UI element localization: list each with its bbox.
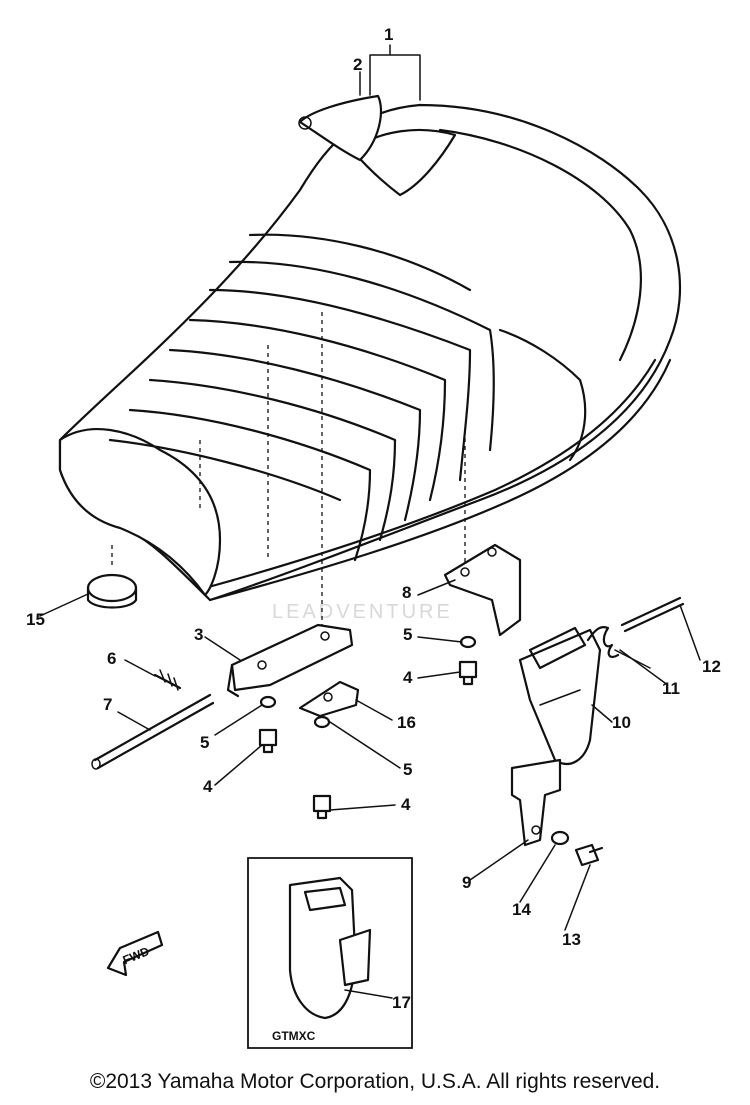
part-4-bolts — [258, 660, 478, 820]
callout-5: 5 — [403, 760, 412, 779]
inset-box: GTMXC — [247, 857, 413, 1049]
callout-numbers: 1 2 3 4 4 4 5 5 5 6 7 8 9 10 11 12 13 14… — [26, 25, 721, 1012]
callout-6: 6 — [107, 649, 116, 668]
inset-label: GTMXC — [272, 1029, 316, 1043]
callout-2: 2 — [353, 55, 362, 74]
part-13-bolt — [574, 843, 604, 867]
callout-1: 1 — [384, 25, 393, 44]
callout-17: 17 — [392, 993, 411, 1012]
callout-8: 8 — [402, 583, 411, 602]
callout-13: 13 — [562, 930, 581, 949]
part-7-pin — [91, 693, 215, 770]
part-14-washer — [550, 830, 570, 846]
part-15-damper — [86, 573, 138, 609]
callout-10: 10 — [612, 713, 631, 732]
callout-5: 5 — [403, 625, 412, 644]
fwd-arrow-icon: FWD — [106, 930, 164, 977]
callout-15: 15 — [26, 610, 45, 629]
callout-12: 12 — [702, 657, 721, 676]
callout-14: 14 — [512, 900, 531, 919]
watermark: LEADVENTURE — [272, 601, 453, 623]
callout-11: 11 — [662, 679, 680, 698]
part-8-bracket — [443, 543, 522, 637]
seat — [58, 94, 682, 650]
part-6-screw — [153, 669, 182, 691]
part-10-latch — [518, 626, 602, 765]
part-12-rod — [620, 596, 685, 633]
callout-7: 7 — [103, 695, 112, 714]
part-9-bracket — [510, 758, 562, 847]
callout-9: 9 — [462, 873, 471, 892]
callout-16: 16 — [397, 713, 416, 732]
callout-5: 5 — [200, 733, 209, 752]
copyright-notice: ©2013 Yamaha Motor Corporation, U.S.A. A… — [89, 1070, 661, 1093]
leader-lines — [39, 44, 701, 999]
part-16-bracket — [298, 680, 360, 718]
callout-4: 4 — [203, 777, 213, 796]
callout-4: 4 — [401, 795, 411, 814]
callout-3: 3 — [194, 625, 203, 644]
callout-4: 4 — [403, 668, 413, 687]
part-3-bracket — [226, 623, 354, 698]
